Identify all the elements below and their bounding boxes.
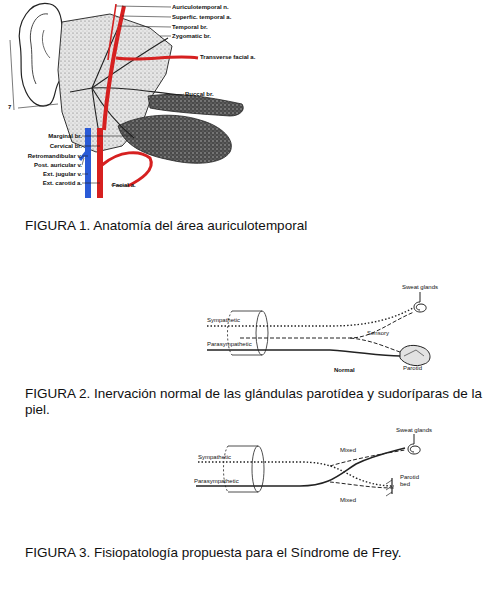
part-label: Cervical br. bbox=[10, 143, 82, 150]
innervation-schema bbox=[207, 292, 430, 366]
part-label: Sweat glands bbox=[396, 427, 456, 434]
figure-caption: FIGURA 2. Inervación normal de las glánd… bbox=[25, 386, 495, 417]
part-label: Sympathetic bbox=[198, 454, 258, 461]
part-label: Parotid bbox=[403, 365, 443, 372]
part-label: Sympathetic bbox=[207, 317, 267, 324]
figure-caption: FIGURA 1. Anatomía del área auriculotemp… bbox=[25, 218, 485, 234]
part-label: Sensory bbox=[367, 330, 407, 337]
frey-schema bbox=[196, 434, 420, 496]
part-label: Mixed bbox=[340, 497, 370, 504]
part-label: Ext. jugular v. bbox=[10, 171, 82, 178]
part-label: Post. auricular v. bbox=[10, 162, 82, 169]
part-label: Buccal br. bbox=[185, 91, 265, 98]
callout-number: 7 bbox=[8, 104, 18, 111]
part-label: Auriculotemporal n. bbox=[172, 4, 252, 11]
anatomy-drawing bbox=[10, 4, 243, 198]
part-label: Retromandibular v. bbox=[10, 153, 82, 160]
part-label: Parasympathetic bbox=[194, 478, 264, 485]
part-label: Temporal br. bbox=[172, 24, 252, 31]
part-label: Marginal br. bbox=[10, 133, 82, 140]
part-label: Mixed bbox=[340, 447, 370, 454]
part-label: Ext. carotid a. bbox=[10, 180, 82, 187]
part-label: Sweat glands bbox=[402, 284, 462, 291]
part-label: Transverse facial a. bbox=[200, 54, 280, 61]
part-label: Parasympathetic bbox=[207, 341, 277, 348]
figure-caption: FIGURA 3. Fisiopatología propuesta para … bbox=[25, 545, 485, 561]
part-label: Normal bbox=[334, 367, 374, 374]
part-label: Zygomatic br. bbox=[172, 33, 252, 40]
part-label: Superfic. temporal a. bbox=[172, 14, 252, 21]
part-label: Facial a. bbox=[112, 182, 172, 189]
part-label: Parotid bed bbox=[400, 474, 426, 488]
